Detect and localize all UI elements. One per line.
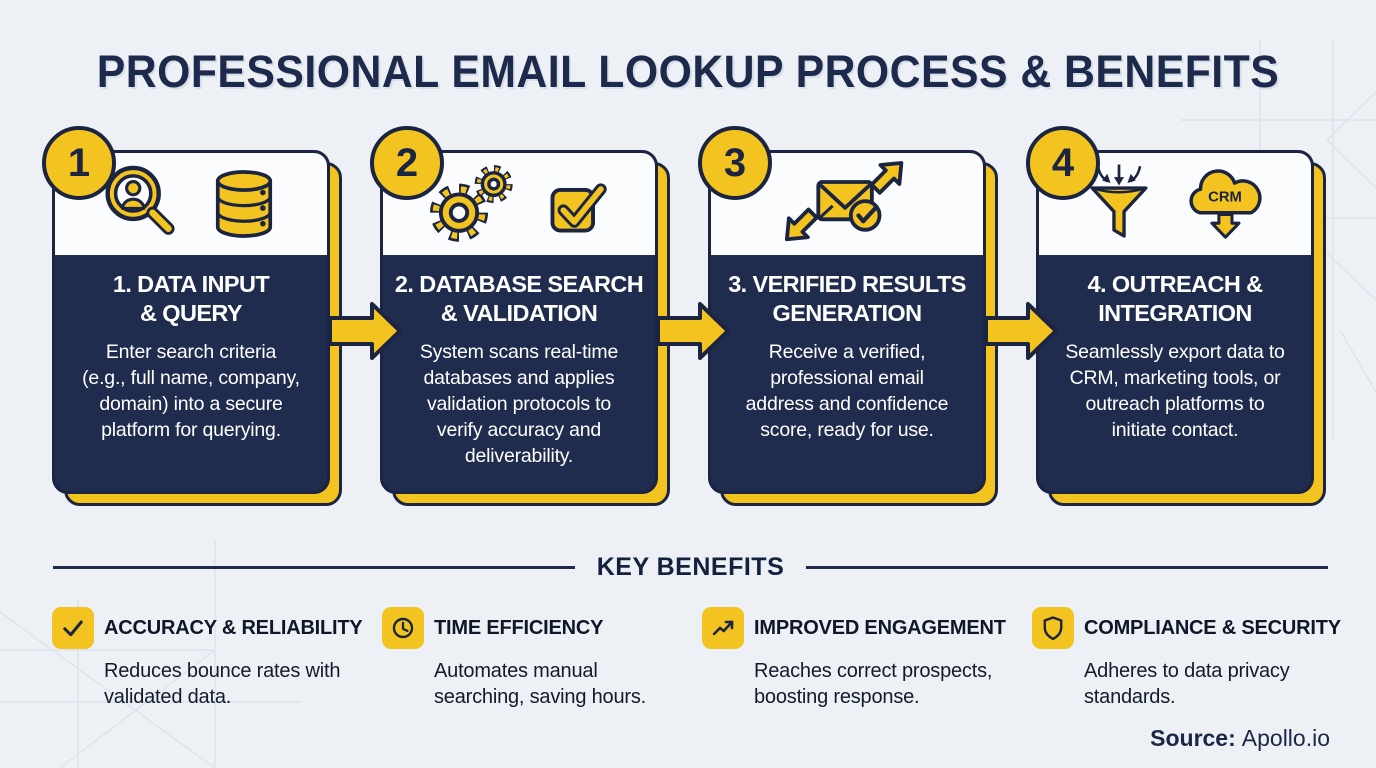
crm-label: CRM xyxy=(1208,189,1242,205)
trend-up-icon xyxy=(712,620,734,636)
database-icon xyxy=(215,170,273,238)
benefit-time: TIME EFFICIENCY Automates manual searchi… xyxy=(382,607,694,710)
source-label: Source: xyxy=(1150,725,1236,751)
step-title: 1. DATA INPUT & QUERY xyxy=(112,271,270,326)
shield-icon xyxy=(1043,616,1063,641)
source-value: Apollo.io xyxy=(1241,725,1330,751)
flow-arrow-icon xyxy=(328,302,402,360)
step-number-badge: 2 xyxy=(370,126,444,200)
benefit-iconbox xyxy=(382,607,424,649)
person-search-icon xyxy=(105,165,175,235)
step-title: 3. VERIFIED RESULTS GENERATION xyxy=(728,271,966,326)
benefit-iconbox xyxy=(1032,607,1074,649)
step-description: Enter search criteria (e.g., full name, … xyxy=(82,341,300,442)
funnel-icon xyxy=(1090,164,1148,238)
step-title: 4. OUTREACH & INTEGRATION xyxy=(1087,271,1264,326)
flow-arrow-icon xyxy=(656,302,730,360)
benefit-accuracy: ACCURACY & RELIABILITY Reduces bounce ra… xyxy=(52,607,364,710)
check-icon xyxy=(63,620,83,637)
step-card-3: 3. VERIFIED RESULTS GENERATION Receive a… xyxy=(698,126,998,506)
page-title: PROFESSIONAL EMAIL LOOKUP PROCESS & BENE… xyxy=(96,46,1280,97)
step-1-icons xyxy=(55,153,327,255)
source-attribution: Source:Apollo.io xyxy=(1150,725,1330,752)
checkbox-icon xyxy=(550,183,607,233)
step-number-badge: 1 xyxy=(42,126,116,200)
benefit-title: COMPLIANCE & SECURITY xyxy=(1084,616,1341,639)
benefit-title: IMPROVED ENGAGEMENT xyxy=(754,616,1006,639)
divider-line xyxy=(806,566,1328,569)
benefit-description: Reduces bounce rates with validated data… xyxy=(104,660,341,708)
step-card-1: 1. DATA INPUT & QUERY Enter search crite… xyxy=(42,126,342,506)
benefit-title: ACCURACY & RELIABILITY xyxy=(104,616,363,639)
flow-arrow-icon xyxy=(984,302,1058,360)
benefit-compliance: COMPLIANCE & SECURITY Adheres to data pr… xyxy=(1032,607,1344,710)
benefit-description: Reaches correct prospects, boosting resp… xyxy=(754,660,993,708)
benefit-iconbox xyxy=(52,607,94,649)
verified-email-icon xyxy=(784,161,904,242)
gears-icon xyxy=(429,165,513,242)
clock-icon xyxy=(392,617,414,639)
crm-cloud-icon: CRM xyxy=(1189,169,1262,239)
step-description: System scans real-time databases and app… xyxy=(419,341,619,467)
benefit-title: TIME EFFICIENCY xyxy=(434,616,604,639)
benefit-description: Adheres to data privacy standards. xyxy=(1084,660,1290,708)
step-title: 2. DATABASE SEARCH & VALIDATION xyxy=(394,271,644,326)
step-card-4: CRM 4. OUTREACH & INTEGRATION Seamlessly… xyxy=(1026,126,1326,506)
benefits-heading: KEY BENEFITS xyxy=(596,553,785,581)
step-description: Receive a verified, professional email a… xyxy=(745,341,949,442)
benefit-engagement: IMPROVED ENGAGEMENT Reaches correct pros… xyxy=(702,607,1014,710)
benefits-divider: KEY BENEFITS xyxy=(53,553,1328,582)
divider-line xyxy=(53,566,575,569)
benefit-description: Automates manual searching, saving hours… xyxy=(434,660,646,708)
step-card-2: 2. DATABASE SEARCH & VALIDATION System s… xyxy=(370,126,670,506)
step-number-badge: 3 xyxy=(698,126,772,200)
benefit-iconbox xyxy=(702,607,744,649)
step-number-badge: 4 xyxy=(1026,126,1100,200)
step-description: Seamlessly export data to CRM, marketing… xyxy=(1065,341,1285,442)
